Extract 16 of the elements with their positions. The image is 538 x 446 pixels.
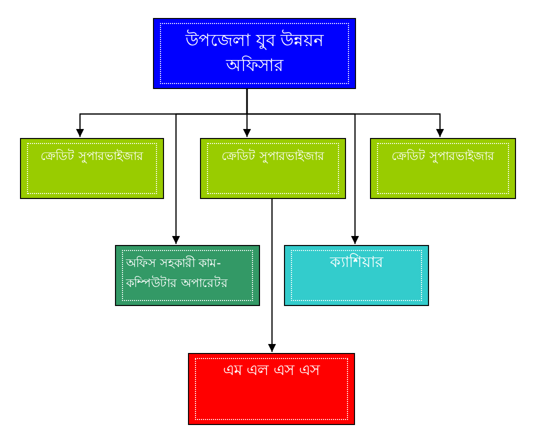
role-title: এম এল এস এস [222, 361, 320, 379]
org-box [370, 138, 516, 199]
org-box [153, 18, 356, 89]
role-title: ক্রেডিট সুপারভাইজার [222, 149, 324, 163]
org-box [115, 245, 260, 306]
org-box [284, 245, 429, 306]
org-box [200, 138, 346, 199]
role-title: ক্রেডিট সুপারভাইজার [40, 149, 144, 163]
role-title: উপজেলা যুব উন্নয়ন অফিসার [186, 30, 324, 76]
org-box [20, 138, 164, 199]
role-title: অফিস সহকারী কাম-কম্পিউটার অপারেটর [126, 256, 228, 290]
org-box [188, 353, 355, 425]
connector-arrow [268, 199, 276, 352]
role-title: ক্যাশিয়ার [330, 253, 383, 271]
connector-arrow [246, 89, 359, 244]
role-title: ক্রেডিট সুপারভাইজার [392, 149, 494, 163]
